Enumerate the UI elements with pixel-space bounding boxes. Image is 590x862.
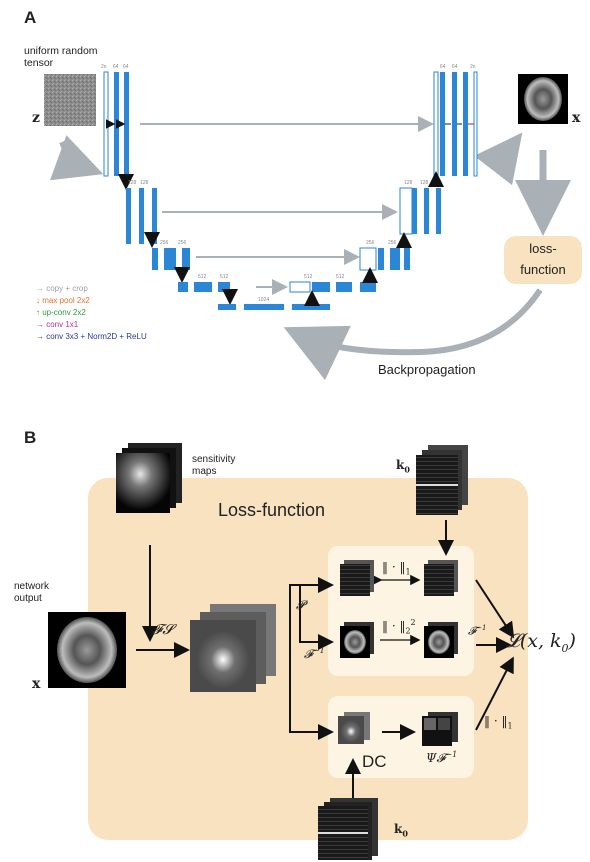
- small-kspace-1: [340, 560, 374, 596]
- ch-u64a: 64: [440, 64, 446, 70]
- unet-bottleneck: [218, 304, 330, 310]
- ch-256b: 256: [178, 240, 187, 246]
- finv-right-label: 𝓕−1: [468, 624, 487, 638]
- ch-u512b: 512: [336, 274, 345, 280]
- ch-u256b: 256: [388, 240, 397, 246]
- l1-norm-label: ‖ · ‖1: [382, 560, 411, 577]
- arrow-dc: [289, 650, 334, 740]
- ch-512b: 512: [220, 274, 229, 280]
- ch-u256a: 256: [366, 240, 375, 246]
- ch-u128b: 128: [420, 180, 429, 186]
- dc-label: DC: [362, 752, 387, 771]
- p-operator: 𝓟: [296, 598, 305, 612]
- sensitivity-maps-image: [116, 443, 182, 513]
- loss-expression: 𝓛(x, k0): [506, 630, 576, 655]
- kspace-stack-image: [190, 604, 276, 692]
- unet-level-3: [152, 247, 410, 271]
- k0-top-label: k0: [396, 458, 410, 475]
- small-brain-1: [340, 622, 374, 658]
- network-output-brain: [57, 617, 117, 683]
- curved-arrow-out: [474, 132, 523, 186]
- ch-128a: 128: [128, 180, 137, 186]
- unet-level-4: [178, 279, 376, 295]
- legend-item-conv1x1: → conv 1x1: [36, 320, 79, 329]
- panel-a-label: A: [24, 8, 37, 27]
- loss-function-label: loss- function: [520, 241, 566, 277]
- k0-bottom-label: k0: [394, 822, 408, 839]
- ch-u64b: 64: [452, 64, 458, 70]
- ch-u128a: 128: [404, 180, 413, 186]
- fs-operator: 𝓕𝓢: [152, 622, 174, 638]
- arrow-dc-loss: [475, 656, 514, 731]
- x-input-label: x: [32, 676, 41, 692]
- legend-item-conv3x3: → conv 3x3 + Norm2D + ReLU: [36, 332, 147, 341]
- small-wavelet-image: [422, 712, 458, 746]
- ch-128b: 128: [140, 180, 149, 186]
- small-dc-image: [338, 712, 370, 744]
- small-brain-2: [424, 622, 458, 658]
- input-tensor-label: uniform random tensor: [24, 45, 98, 69]
- ch-64a: 64: [113, 64, 119, 70]
- sensitivity-maps-label: sensitivity maps: [192, 454, 236, 477]
- l1-bottom-norm: ‖ · ‖1: [484, 714, 513, 731]
- ch-512a: 512: [198, 274, 207, 280]
- legend: → copy + crop ↓ max pool 2x2 ↑ up-conv 2…: [36, 283, 147, 343]
- legend-item-maxpool: ↓ max pool 2x2: [36, 296, 90, 305]
- psi-finv-label: Ψ𝓕−1: [426, 750, 458, 765]
- ch-in: 2n: [101, 64, 107, 70]
- ch-256a: 256: [160, 240, 169, 246]
- network-output-label: network output: [14, 581, 50, 604]
- ch-1024: 1024: [258, 297, 270, 303]
- arrow-P: [289, 577, 334, 650]
- k0-top-image: [416, 445, 468, 515]
- output-brain-shape: [524, 77, 562, 121]
- unet-level-1: [103, 71, 478, 177]
- backprop-arrow: [283, 288, 543, 381]
- loss-box: [504, 236, 582, 284]
- arrow-Finv: [299, 585, 334, 650]
- z-label: z: [32, 110, 40, 126]
- legend-item-copy: → copy + crop: [36, 284, 88, 293]
- legend-item-upconv: ↑ up-conv 2x2: [36, 308, 86, 317]
- ch-64b: 64: [123, 64, 129, 70]
- x-output-label: x: [572, 110, 581, 126]
- loss-function-title: Loss-function: [218, 500, 326, 520]
- panel-b-label: B: [24, 428, 37, 447]
- finv-operator: 𝓕−1: [304, 646, 325, 661]
- curved-arrow-in: [49, 135, 104, 181]
- noise-tensor-image: [44, 74, 96, 126]
- backpropagation-label: Backpropagation: [378, 362, 476, 377]
- small-kspace-2: [424, 560, 458, 596]
- ch-u512a: 512: [304, 274, 313, 280]
- unet-level-2: [126, 187, 441, 244]
- arrow-l1: [475, 579, 515, 639]
- l2-norm-label: ‖ · ‖22: [382, 618, 416, 636]
- k0-bottom-image: [318, 798, 378, 860]
- ch-out: 2n: [470, 64, 476, 70]
